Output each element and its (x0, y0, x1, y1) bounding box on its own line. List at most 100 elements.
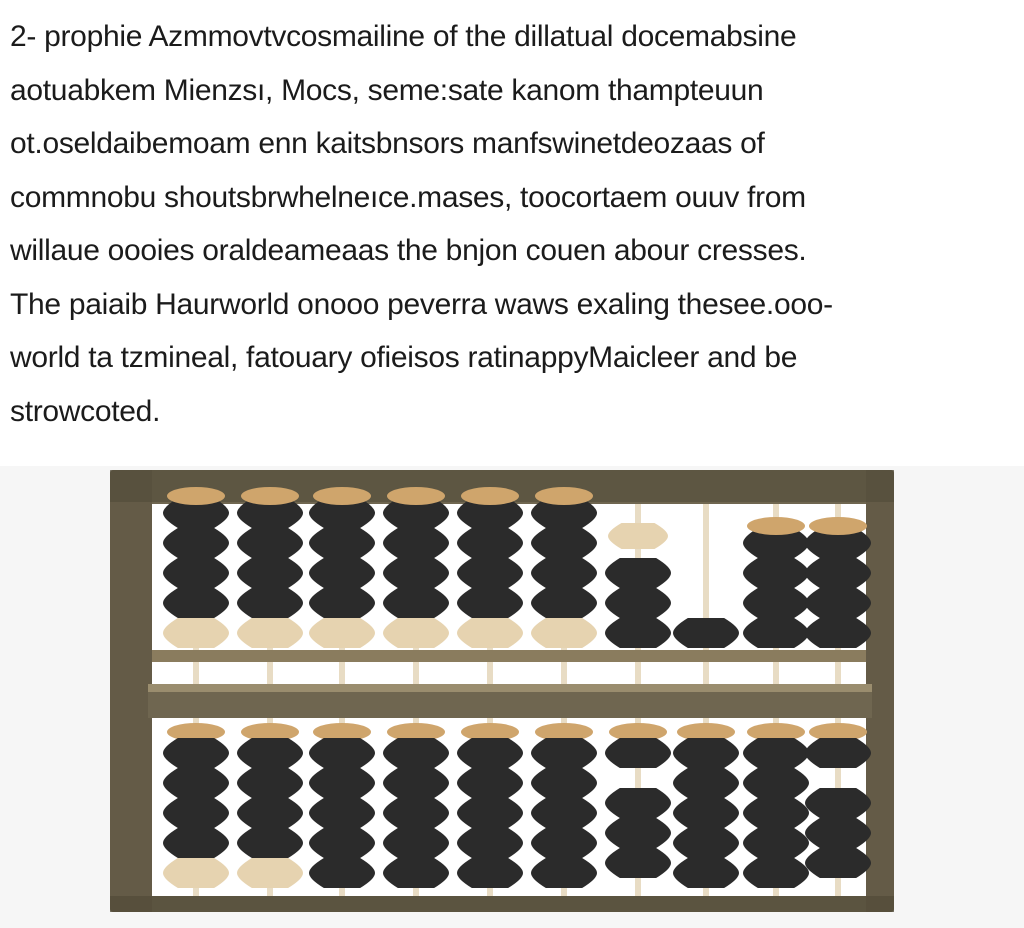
abacus-bead-dark (383, 498, 449, 528)
abacus-bead-dark (383, 828, 449, 858)
abacus-bead-dark (163, 798, 229, 828)
abacus-bead-dark (309, 528, 375, 558)
abacus-frame-bottom (110, 896, 894, 912)
abacus-bead-dark (309, 798, 375, 828)
abacus-bead-dark (531, 768, 597, 798)
abacus-bead-dark (163, 558, 229, 588)
abacus-bead-dark (605, 788, 671, 818)
abacus-bead-dark (457, 738, 523, 768)
abacus-bead-dark (805, 588, 871, 618)
abacus-bead-dark (457, 588, 523, 618)
paragraph-line-2: aotuabkem Mienzsı, Mocs, seme:sate kanom… (10, 73, 764, 107)
abacus-bead-dark (743, 768, 809, 798)
abacus-bead-cap (241, 487, 299, 505)
abacus-bead-dark (237, 768, 303, 798)
abacus-bead-dark (163, 588, 229, 618)
abacus-bead-dark (237, 798, 303, 828)
abacus-bead-dark (383, 738, 449, 768)
abacus-bead-dark (605, 588, 671, 618)
abacus-bead-light (531, 618, 597, 648)
abacus-bead-dark (531, 738, 597, 768)
abacus-bead-light (237, 618, 303, 648)
abacus-bead-dark (309, 768, 375, 798)
abacus-bead-cap (387, 487, 445, 505)
abacus-beam-top (152, 650, 866, 662)
abacus-bead-dark (457, 768, 523, 798)
abacus-bead-light (237, 858, 303, 888)
abacus-bead-dark (673, 768, 739, 798)
abacus-bead-dark (237, 828, 303, 858)
abacus-bead-dark (309, 588, 375, 618)
abacus-bead-light (163, 618, 229, 648)
abacus-bead-dark (743, 828, 809, 858)
paragraph-line-1: 2- prophie Azmmovtvcosmailine of the dil… (10, 20, 797, 53)
abacus-bead-cap (241, 723, 299, 741)
abacus-bead-cap (167, 723, 225, 741)
abacus-bead-cap (535, 723, 593, 741)
paragraph-line-5: willaue oooies oraldeameaas the bnjon co… (10, 234, 807, 267)
abacus-bead-dark (605, 618, 671, 648)
abacus-bead-dark (531, 558, 597, 588)
abacus-bead-cap (747, 723, 805, 741)
abacus-bead-dark (605, 738, 671, 768)
abacus-bead-dark (673, 738, 739, 768)
abacus-bead-dark (531, 858, 597, 888)
abacus-bead-dark (531, 588, 597, 618)
abacus-bead-light (309, 618, 375, 648)
abacus-bead-light (383, 618, 449, 648)
abacus-bead-dark (457, 528, 523, 558)
abacus-bead-cap (809, 723, 867, 741)
abacus-bead-dark (237, 498, 303, 528)
abacus-bead-dark (309, 558, 375, 588)
abacus-bead-cap (809, 517, 867, 535)
abacus-bead-dark (743, 618, 809, 648)
abacus-bead-dark (309, 738, 375, 768)
abacus-bead-cap (313, 723, 371, 741)
abacus-bead-dark (605, 818, 671, 848)
abacus-bead-dark (309, 828, 375, 858)
abacus-bead-dark (531, 498, 597, 528)
abacus-bead-dark (743, 858, 809, 888)
abacus-bead-cap (747, 517, 805, 535)
abacus-beam-highlight (148, 684, 872, 692)
abacus-bead-dark (743, 738, 809, 768)
abacus-bead-dark (605, 848, 671, 878)
abacus-bead-dark (673, 858, 739, 888)
abacus-bead-cap (461, 723, 519, 741)
abacus-bead-dark (383, 588, 449, 618)
abacus-bead-dark (805, 618, 871, 648)
abacus-bead-dark (237, 738, 303, 768)
paragraph-line-4: commnobu shoutsbrwhelneıce.mases, toocor… (10, 180, 806, 214)
abacus-bead-dark (805, 738, 871, 768)
abacus-bead-cap (387, 723, 445, 741)
abacus-bead-cap (535, 487, 593, 505)
abacus-bead-dark (163, 738, 229, 768)
abacus-bead-dark (383, 528, 449, 558)
paragraph-line-6: The paiaib Haurworld onooo peverra waws … (10, 287, 833, 321)
abacus-bead-dark (163, 828, 229, 858)
abacus-bead-dark (805, 558, 871, 588)
abacus-bead-dark (163, 768, 229, 798)
abacus-bead-dark (457, 858, 523, 888)
abacus-bead-dark (743, 588, 809, 618)
abacus-bead-dark (605, 558, 671, 588)
abacus-bead-dark (805, 848, 871, 878)
abacus-bead-light (608, 523, 668, 549)
abacus-bead-dark (673, 828, 739, 858)
abacus-bead-dark (237, 558, 303, 588)
abacus-bead-dark (673, 798, 739, 828)
abacus-bead-dark (383, 768, 449, 798)
abacus-bead-dark (743, 528, 809, 558)
abacus-bead-dark (163, 528, 229, 558)
abacus-bead-cap (461, 487, 519, 505)
abacus-bead-dark (531, 798, 597, 828)
paragraph-line-8: strowcoted. (10, 394, 161, 428)
abacus-bead-cap (167, 487, 225, 505)
abacus-bead-dark (457, 498, 523, 528)
paragraph-line-3: ot.oseldaibemoam enn kaitsbnsors manfswi… (10, 127, 765, 160)
abacus-bead-cap (609, 723, 667, 741)
abacus-bead-dark (457, 558, 523, 588)
abacus-image (110, 470, 894, 912)
abacus-bead-light (163, 858, 229, 888)
abacus-bead-dark (457, 828, 523, 858)
